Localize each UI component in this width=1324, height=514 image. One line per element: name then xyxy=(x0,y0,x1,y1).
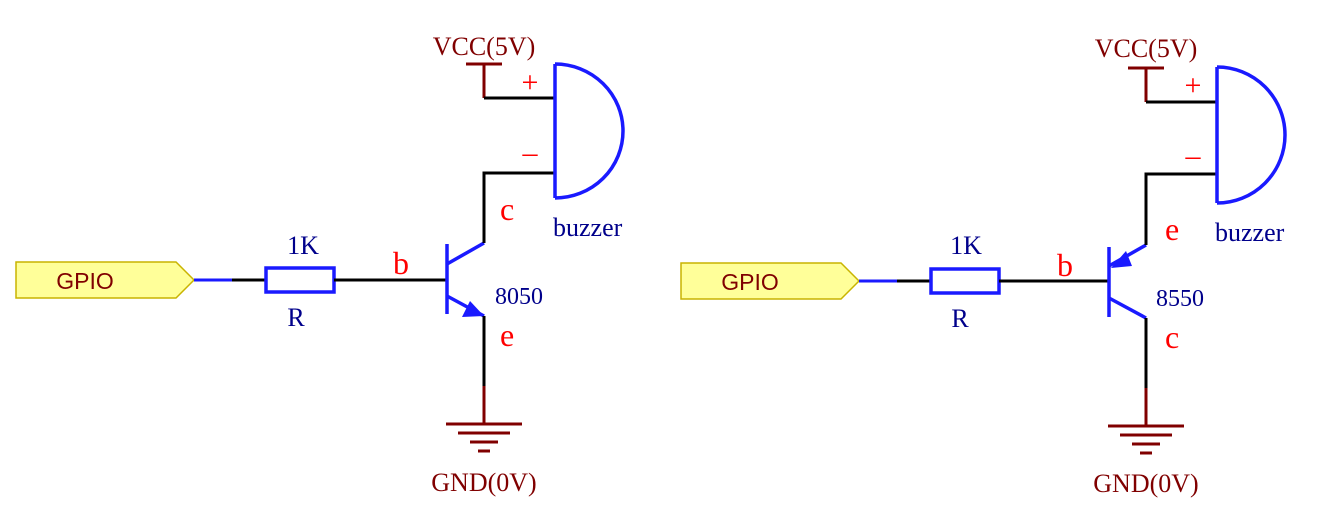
buzzer-right xyxy=(1215,65,1287,205)
resistor-right xyxy=(929,267,1001,295)
resistor-value-right: 1K xyxy=(950,231,982,260)
transistor-model-right: 8550 xyxy=(1156,286,1204,312)
buzzer-left xyxy=(553,62,625,200)
pin-label-base-left: b xyxy=(393,245,409,281)
buzzer-label-right: buzzer xyxy=(1215,218,1285,247)
wire-collector-buzzer-left xyxy=(482,171,555,243)
gnd-label-left: GND(0V) xyxy=(431,468,536,497)
transistor-emitter-arrow-left xyxy=(462,301,484,317)
buzzer-minus-right: – xyxy=(1185,139,1202,172)
vcc-label-right: VCC(5V) xyxy=(1095,34,1198,63)
gpio-port-right xyxy=(680,262,861,300)
pin-label-base-right: b xyxy=(1057,247,1073,283)
resistor-left xyxy=(264,266,336,294)
gnd-label-right: GND(0V) xyxy=(1093,469,1198,498)
transistor-model-left: 8050 xyxy=(495,284,543,310)
pin-label-collector-right: c xyxy=(1165,319,1179,355)
buzzer-plus-right: + xyxy=(1185,69,1202,102)
wire-emitter-buzzer-right xyxy=(1144,172,1217,245)
buzzer-minus-left: – xyxy=(522,136,539,169)
resistor-value-left: 1K xyxy=(287,231,319,260)
resistor-name-left: R xyxy=(287,303,305,332)
pin-label-emitter-right: e xyxy=(1165,211,1179,247)
transistor-collector-leg-left xyxy=(446,241,485,266)
resistor-name-right: R xyxy=(951,304,969,333)
transistor-collector-leg-right xyxy=(1108,296,1147,320)
vcc-label-left: VCC(5V) xyxy=(433,32,536,61)
transistor-emitter-arrow-right xyxy=(1111,251,1132,268)
buzzer-plus-left: + xyxy=(522,66,539,99)
pin-label-collector-left: c xyxy=(500,191,514,227)
circuit-pnp: GPIO 1K R 8550 b e c GND(0V) VCC(5V) xyxy=(680,34,1287,498)
buzzer-label-left: buzzer xyxy=(553,213,623,242)
gpio-port-left xyxy=(15,261,196,299)
gpio-port-label-left: GPIO xyxy=(56,268,114,294)
ground-symbol-right xyxy=(1108,424,1184,455)
ground-symbol-left xyxy=(446,422,522,453)
pin-label-emitter-left: e xyxy=(500,317,514,353)
gpio-port-label-right: GPIO xyxy=(721,269,779,295)
circuit-npn: GPIO 1K R 8050 b c e GND(0V) VCC(5V) xyxy=(15,32,625,497)
